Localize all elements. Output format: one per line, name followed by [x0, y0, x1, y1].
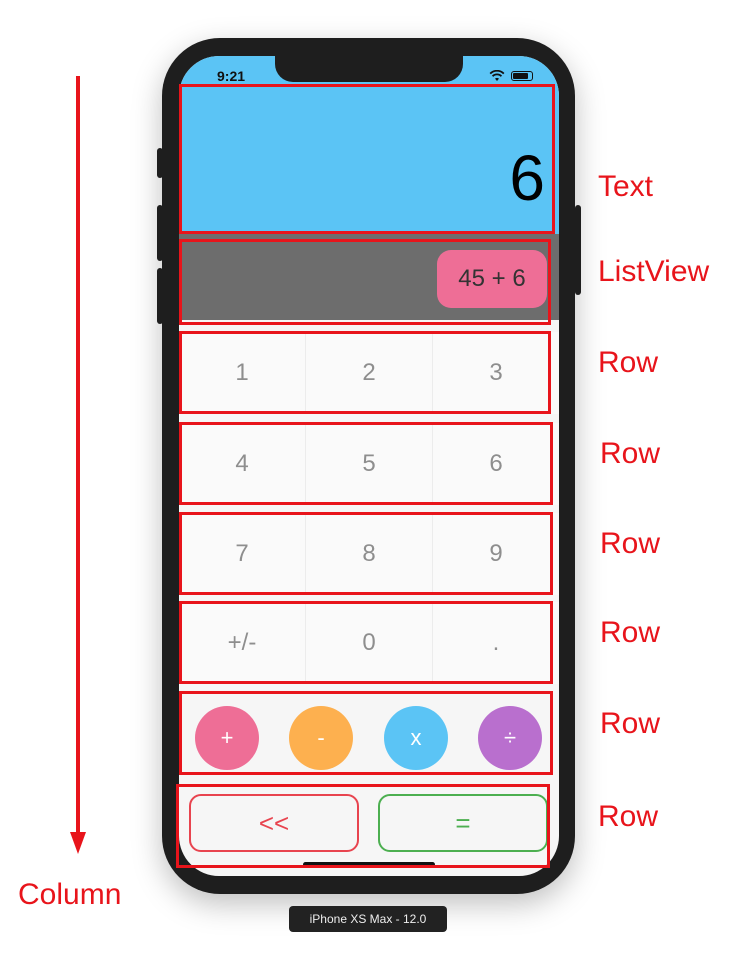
annotation-label-row-1: Row: [598, 346, 659, 379]
screen-notch: [275, 56, 463, 82]
annotation-box-row-1: [179, 331, 551, 414]
annotation-box-row-6: [176, 784, 550, 868]
mute-switch: [157, 148, 163, 178]
history-listview[interactable]: 45 + 6: [179, 234, 559, 320]
operator-row: + - x ÷: [179, 694, 559, 778]
annotation-box-row-5: [179, 691, 553, 775]
keypad-row-2: 4 5 6: [179, 423, 559, 505]
annotation-box-row-2: [179, 422, 553, 505]
key-2[interactable]: 2: [306, 332, 433, 414]
divide-button[interactable]: ÷: [478, 706, 542, 770]
add-button[interactable]: +: [195, 706, 259, 770]
history-item[interactable]: 45 + 6: [437, 250, 547, 308]
display-value: 6: [509, 142, 545, 214]
key-7[interactable]: 7: [179, 513, 306, 595]
keypad-row-1: 1 2 3: [179, 332, 559, 414]
result-display: 6: [179, 90, 559, 234]
key-3[interactable]: 3: [433, 332, 559, 414]
annotation-label-row-5: Row: [600, 707, 661, 740]
action-row: << =: [179, 788, 559, 868]
annotation-label-text: Text: [598, 170, 654, 203]
key-9[interactable]: 9: [433, 513, 559, 595]
annotation-label-listview: ListView: [598, 255, 710, 288]
status-icons: [489, 70, 533, 82]
simulator-device-label: iPhone XS Max - 12.0: [289, 906, 447, 932]
wifi-icon: [489, 70, 505, 81]
key-8[interactable]: 8: [306, 513, 433, 595]
annotation-label-row-6: Row: [598, 800, 659, 833]
backspace-button[interactable]: <<: [189, 794, 359, 852]
keypad-row-4: +/- 0 .: [179, 602, 559, 684]
key-decimal[interactable]: .: [433, 602, 559, 684]
status-time: 9:21: [217, 68, 246, 84]
column-label: Column: [18, 878, 122, 911]
annotation-box-row-3: [179, 512, 553, 595]
subtract-button[interactable]: -: [289, 706, 353, 770]
key-6[interactable]: 6: [433, 423, 559, 505]
annotation-box-row-4: [179, 601, 553, 684]
home-indicator: [303, 862, 435, 867]
key-sign-toggle[interactable]: +/-: [179, 602, 306, 684]
app-screen: 9:21 6 45 + 6 1 2 3 4 5 6 7 8 9 +/- 0 .: [179, 56, 559, 876]
multiply-button[interactable]: x: [384, 706, 448, 770]
key-4[interactable]: 4: [179, 423, 306, 505]
annotation-box-listview: [179, 239, 551, 325]
battery-icon: [511, 71, 533, 81]
key-1[interactable]: 1: [179, 332, 306, 414]
annotation-label-row-2: Row: [600, 437, 661, 470]
volume-up-button: [157, 205, 163, 261]
key-5[interactable]: 5: [306, 423, 433, 505]
annotation-box-text: [179, 84, 555, 234]
volume-down-button: [157, 268, 163, 324]
key-0[interactable]: 0: [306, 602, 433, 684]
column-arrow-head: [70, 832, 86, 854]
keypad-row-3: 7 8 9: [179, 513, 559, 595]
power-button: [575, 205, 581, 295]
annotation-label-row-3: Row: [600, 527, 661, 560]
column-arrow-line: [76, 76, 80, 836]
annotation-label-row-4: Row: [600, 616, 661, 649]
